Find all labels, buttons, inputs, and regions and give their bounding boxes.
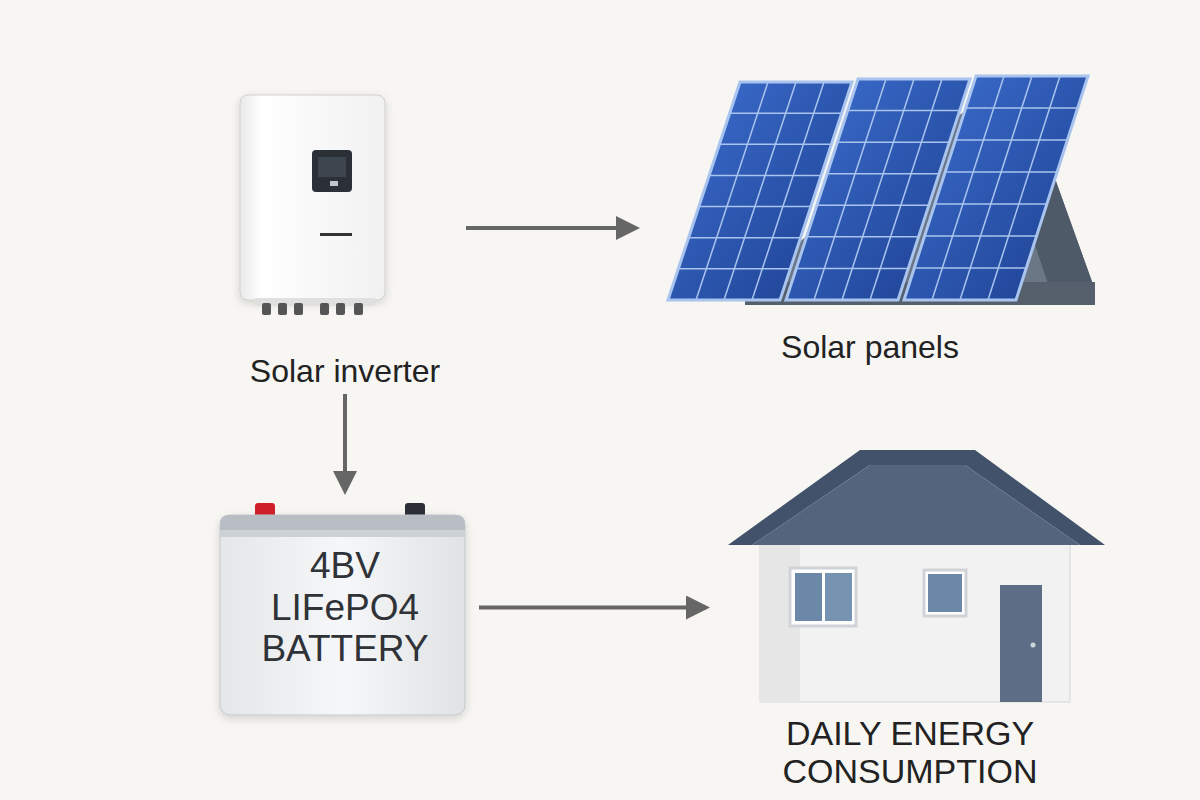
node-label: 4BV LIFePO4 BATTERY xyxy=(245,545,445,669)
panel-grid xyxy=(814,79,886,300)
node-label: DAILY ENERGY CONSUMPTION xyxy=(720,714,1100,790)
inverter-node: Solar inverter xyxy=(228,90,462,390)
panel-grid xyxy=(696,82,768,300)
node-label: Solar inverter xyxy=(250,354,440,390)
house-illustration xyxy=(728,450,1105,702)
house-node: DAILY ENERGY CONSUMPTION xyxy=(710,440,1110,790)
arrow-connector xyxy=(466,226,636,230)
panel-grid xyxy=(842,79,914,300)
panel-grid xyxy=(724,82,796,300)
panel-grid xyxy=(960,76,1032,300)
panels-node: Solar panels xyxy=(640,70,1100,366)
solar-panels-illustration xyxy=(668,76,1095,305)
battery-node: 4BV LIFePO4 BATTERY xyxy=(215,495,475,720)
solar-panel xyxy=(904,76,1088,300)
arrow-connector xyxy=(479,606,706,610)
arrow-connector xyxy=(343,394,347,491)
battery-illustration xyxy=(220,503,465,715)
panel-grid xyxy=(988,76,1060,300)
panel-grid xyxy=(932,76,1004,300)
inverter-illustration xyxy=(240,95,385,315)
node-label: Solar panels xyxy=(781,330,959,366)
